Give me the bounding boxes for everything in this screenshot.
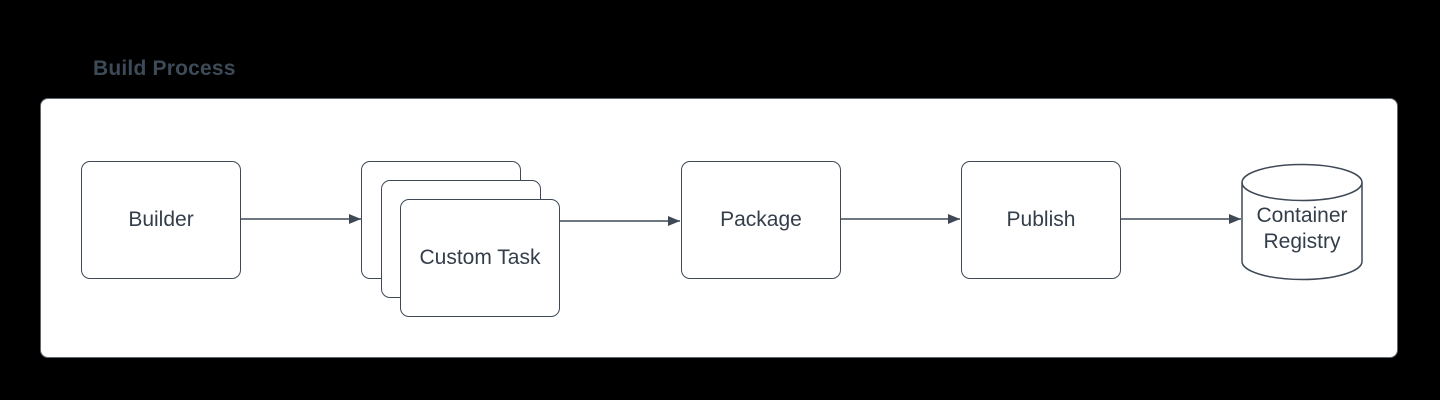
- node-custom-task: Custom Task: [400, 199, 560, 317]
- database-cylinder-icon: [1241, 163, 1363, 281]
- node-container-registry: Container Registry: [1241, 163, 1363, 281]
- node-package: Package: [681, 161, 841, 279]
- node-builder: Builder: [81, 161, 241, 279]
- node-package-label: Package: [720, 208, 802, 232]
- node-publish: Publish: [961, 161, 1121, 279]
- node-custom-task-label: Custom Task: [419, 246, 541, 270]
- node-container-registry-label: Container Registry: [1256, 203, 1348, 253]
- diagram-title: Build Process: [93, 57, 236, 80]
- node-builder-label: Builder: [128, 208, 194, 232]
- diagram-panel: Builder Custom Task Custom Task Custom T…: [40, 98, 1398, 358]
- node-publish-label: Publish: [1006, 208, 1076, 232]
